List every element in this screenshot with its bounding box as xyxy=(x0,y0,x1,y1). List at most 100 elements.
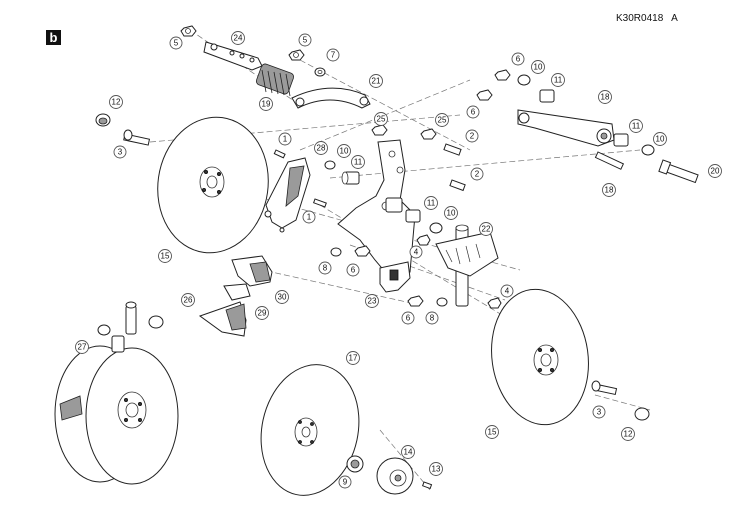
callout-label: 7 xyxy=(331,51,336,60)
callout-29: 29 xyxy=(255,306,269,320)
callout-14: 14 xyxy=(401,445,415,459)
bearing-9 xyxy=(346,455,364,473)
callout-label: 17 xyxy=(349,354,358,363)
callout-label: 30 xyxy=(278,293,287,302)
callout-10-left: 10 xyxy=(337,144,351,158)
scraper-blade-30 xyxy=(231,255,273,287)
callout-label: 2 xyxy=(470,132,475,141)
drawing-revision: A xyxy=(671,13,678,24)
callout-8-left: 8 xyxy=(318,261,332,275)
callout-11-center: 11 xyxy=(424,196,438,210)
nut-6-lower xyxy=(407,295,424,307)
callout-11-upper-right: 11 xyxy=(551,73,565,87)
callout-label: 19 xyxy=(262,100,271,109)
callout-label: 25 xyxy=(438,116,447,125)
drawing-code-number: K30R0418 xyxy=(616,13,664,24)
callout-1-upper: 1 xyxy=(278,132,292,146)
callout-label: 6 xyxy=(406,314,411,323)
callout-label: 18 xyxy=(601,93,610,102)
callout-5-top-left: 5 xyxy=(169,36,183,50)
furrow-opener-22 xyxy=(435,224,499,307)
hub-cap-left xyxy=(95,113,111,127)
callout-label: 26 xyxy=(184,296,193,305)
disc-blade-17 xyxy=(260,364,360,496)
callout-7: 7 xyxy=(326,48,340,62)
central-frame-plate xyxy=(337,139,416,281)
callout-label: 25 xyxy=(377,115,386,124)
nut-6-center xyxy=(354,245,371,257)
callout-label: 11 xyxy=(427,199,436,208)
callout-10-upper-right: 10 xyxy=(531,60,545,74)
callout-label: 20 xyxy=(711,167,720,176)
callout-label: 9 xyxy=(343,478,348,487)
callout-27: 27 xyxy=(75,340,89,354)
callout-10-center: 10 xyxy=(444,206,458,220)
gauge-wheel-mount xyxy=(97,301,164,353)
callout-label: 11 xyxy=(354,158,363,167)
washer-10-center xyxy=(429,222,443,234)
callout-label: 10 xyxy=(656,135,665,144)
callout-label: 4 xyxy=(505,287,510,296)
bolt-13 xyxy=(421,481,433,490)
callout-label: 11 xyxy=(554,76,563,85)
callout-6-lower: 6 xyxy=(401,311,415,325)
callout-18-upper: 18 xyxy=(598,90,612,104)
callout-24: 24 xyxy=(231,31,245,45)
disc-blade-left xyxy=(157,116,269,254)
hub-cap-right xyxy=(634,407,650,421)
callout-5-top-center: 5 xyxy=(298,33,312,47)
callout-label: 11 xyxy=(632,122,641,131)
callout-26: 26 xyxy=(181,293,195,307)
callout-4-lower: 4 xyxy=(500,284,514,298)
shaft-18-lower xyxy=(594,151,625,170)
bushing-11-left xyxy=(341,171,360,185)
callout-label: 10 xyxy=(340,147,349,156)
nut-25-right xyxy=(420,128,437,140)
nut-top-center xyxy=(288,49,305,61)
gauge-arm-18 xyxy=(517,109,615,147)
callout-2-upper: 2 xyxy=(465,129,479,143)
callout-label: 3 xyxy=(597,408,602,417)
callout-20: 20 xyxy=(708,164,722,178)
disc-blade-right xyxy=(491,288,589,426)
callout-18-lower: 18 xyxy=(602,183,616,197)
callout-6-center: 6 xyxy=(346,263,360,277)
callout-label: 15 xyxy=(488,428,497,437)
callout-label: 13 xyxy=(432,465,441,474)
washer-8-lower xyxy=(436,297,448,307)
callout-3-left: 3 xyxy=(113,145,127,159)
adjuster-link-24 xyxy=(203,41,263,71)
nut-6-right xyxy=(476,89,493,101)
nut-4-upper xyxy=(416,234,431,246)
scraper-29 xyxy=(223,283,251,301)
callout-25-right: 25 xyxy=(435,113,449,127)
callout-13: 13 xyxy=(429,462,443,476)
callout-1-lower: 1 xyxy=(302,210,316,224)
callout-11-right: 11 xyxy=(629,119,643,133)
washer-8-left xyxy=(330,247,342,257)
bushing-11-upper-right xyxy=(539,89,555,103)
callout-label: 10 xyxy=(534,63,543,72)
gauge-wheel-27 xyxy=(54,345,179,485)
washer-7 xyxy=(314,67,326,77)
callout-label: 5 xyxy=(174,39,179,48)
callout-12-left: 12 xyxy=(109,95,123,109)
bolt-3-right xyxy=(591,380,618,396)
callout-label: 27 xyxy=(78,343,87,352)
callout-label: 1 xyxy=(307,213,312,222)
callout-label: 10 xyxy=(447,209,456,218)
washer-10-upper-right xyxy=(517,74,531,86)
callout-label: 3 xyxy=(118,148,123,157)
callout-label: 14 xyxy=(404,448,413,457)
nut-top-left xyxy=(180,25,197,37)
callout-28: 28 xyxy=(314,141,328,155)
callout-label: 12 xyxy=(112,98,121,107)
arm-21 xyxy=(291,87,371,109)
callout-19: 19 xyxy=(259,97,273,111)
callout-15-left: 15 xyxy=(158,249,172,263)
nut-6-upper-right xyxy=(494,69,511,81)
callout-10-right: 10 xyxy=(653,132,667,146)
callout-label: 5 xyxy=(303,36,308,45)
callout-17: 17 xyxy=(346,351,360,365)
bushing-11-center xyxy=(405,209,421,223)
